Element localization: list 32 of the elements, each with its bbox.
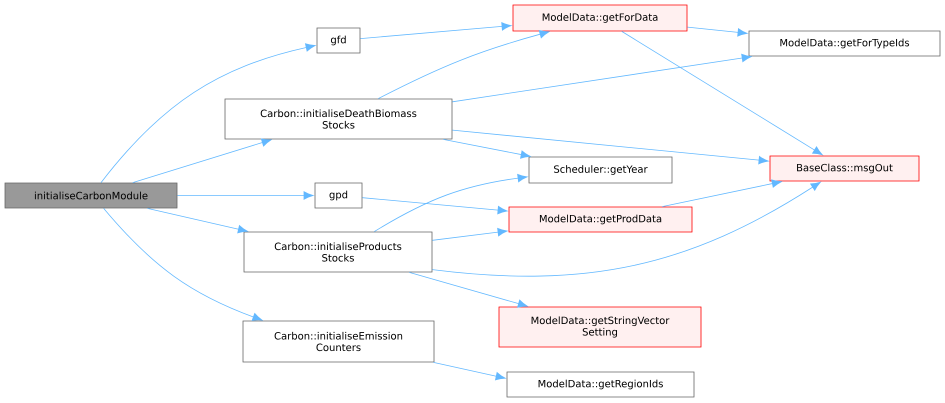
function-box: gpd — [314, 182, 362, 208]
function-box: ModelData::getForTypeIds — [748, 30, 940, 56]
arrow — [621, 31, 823, 156]
function-box: Scheduler::getYear — [528, 156, 672, 184]
function-box: ModelData::getForData — [512, 4, 688, 32]
arrow — [378, 30, 550, 99]
arrow — [432, 228, 508, 241]
function-box: ModelData::getRegionIds — [506, 372, 694, 398]
arrow — [452, 54, 752, 102]
function-box: initialiseCarbonModule — [4, 182, 178, 208]
arrow — [132, 138, 272, 183]
arrow — [103, 208, 262, 321]
arrow — [374, 174, 528, 232]
function-box: Carbon::initialiseDeathBiomass Stocks — [224, 98, 452, 140]
arrow — [147, 208, 248, 234]
function-box: gfd — [316, 28, 360, 54]
arrow — [408, 272, 528, 308]
arrow — [432, 182, 821, 276]
arrow — [662, 179, 782, 207]
arrow — [452, 130, 768, 164]
function-box: Carbon::initialiseProducts Stocks — [244, 232, 432, 272]
arrow — [177, 191, 314, 200]
function-box: Carbon::initialiseEmission Counters — [242, 320, 434, 362]
arrow — [442, 139, 531, 159]
function-box: BaseClass::msgOut — [770, 156, 920, 182]
function-box: ModelData::getStringVector Setting — [498, 306, 702, 348]
arrow — [687, 26, 748, 37]
function-box: ModelData::getProdData — [508, 206, 692, 232]
arrow — [433, 362, 506, 380]
arrow — [360, 22, 512, 39]
arrow — [100, 43, 316, 183]
arrow — [362, 197, 508, 214]
